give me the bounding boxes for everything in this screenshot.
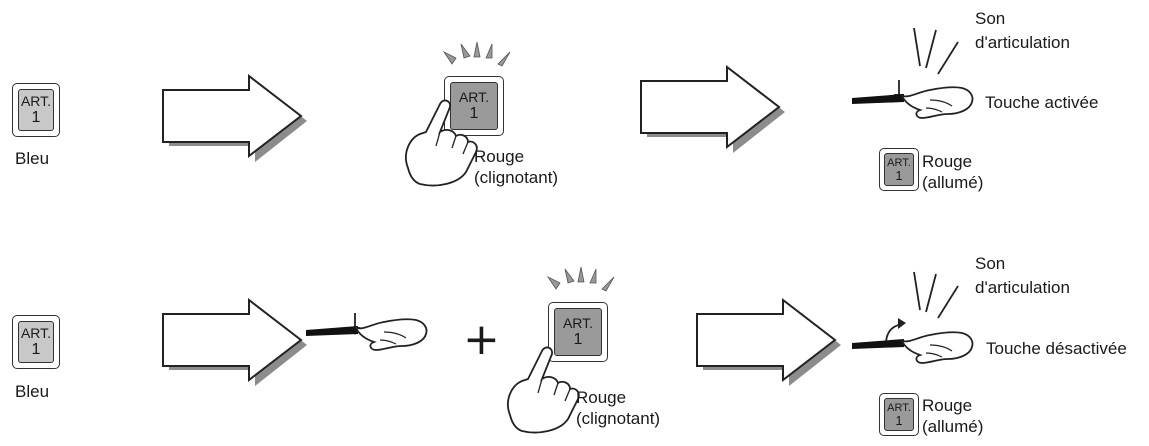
- sound-lines-icon: [913, 27, 959, 75]
- sound-label-line2: d'articulation: [975, 278, 1070, 297]
- key-hand-icon: [851, 86, 974, 119]
- key-state-label: Touche activée: [985, 93, 1099, 112]
- sound-lines-icon: [913, 271, 959, 319]
- arrow-right-icon: [696, 299, 842, 387]
- state-blink-label-line1: Rouge: [576, 388, 627, 407]
- art1-button-face: ART. 1: [554, 308, 602, 356]
- key-state-label: Touche désactivée: [986, 339, 1127, 358]
- button-label-art: ART.: [20, 325, 52, 341]
- art1-button-initial[interactable]: ART. 1: [12, 83, 60, 137]
- button-label-number: 1: [469, 105, 479, 122]
- button-label-art: ART.: [20, 93, 52, 109]
- button-label-art: ART.: [458, 89, 490, 105]
- state-blink-label-line2: (clignotant): [474, 168, 559, 187]
- arrow-right-icon: [162, 299, 308, 387]
- button-label-number: 1: [573, 331, 583, 348]
- art1-button-lit[interactable]: ART. 1: [879, 393, 919, 436]
- state-blue-label: Bleu: [15, 382, 50, 401]
- art1-button-face: ART. 1: [884, 153, 914, 186]
- art1-button-face: ART. 1: [450, 82, 498, 130]
- plus-sign: +: [463, 314, 500, 365]
- button-label-number: 1: [895, 167, 903, 183]
- art1-button-face: ART. 1: [884, 398, 914, 431]
- arrow-right-icon: [640, 66, 786, 154]
- state-lit-label-line2: (allumé): [922, 173, 984, 192]
- state-lit-label-line2: (allumé): [922, 417, 984, 436]
- state-blink-label-line2: (clignotant): [576, 409, 661, 428]
- sound-label-line1: Son: [975, 9, 1006, 28]
- button-label-art: ART.: [887, 156, 911, 169]
- sound-label-line1: Son: [975, 254, 1006, 273]
- button-label-number: 1: [895, 412, 903, 428]
- art1-button-lit[interactable]: ART. 1: [879, 148, 919, 191]
- key-hand-icon: [851, 331, 974, 364]
- state-lit-label-line1: Rouge: [922, 396, 973, 415]
- button-label-art: ART.: [562, 315, 594, 331]
- button-label-number: 1: [31, 341, 41, 358]
- art1-button-blinking[interactable]: ART. 1: [548, 302, 608, 362]
- arrow-right-icon: [162, 75, 308, 163]
- key-hand-icon: [305, 318, 428, 351]
- state-lit-label-line1: Rouge: [922, 152, 973, 171]
- art1-button-initial[interactable]: ART. 1: [12, 315, 60, 369]
- sound-label-line2: d'articulation: [975, 33, 1070, 52]
- button-label-art: ART.: [887, 401, 911, 414]
- art1-button-blinking[interactable]: ART. 1: [444, 76, 504, 136]
- button-label-number: 1: [31, 109, 41, 126]
- state-blink-label-line1: Rouge: [474, 147, 525, 166]
- art1-button-face: ART. 1: [18, 321, 54, 363]
- art1-button-face: ART. 1: [18, 89, 54, 131]
- state-blue-label: Bleu: [15, 149, 50, 168]
